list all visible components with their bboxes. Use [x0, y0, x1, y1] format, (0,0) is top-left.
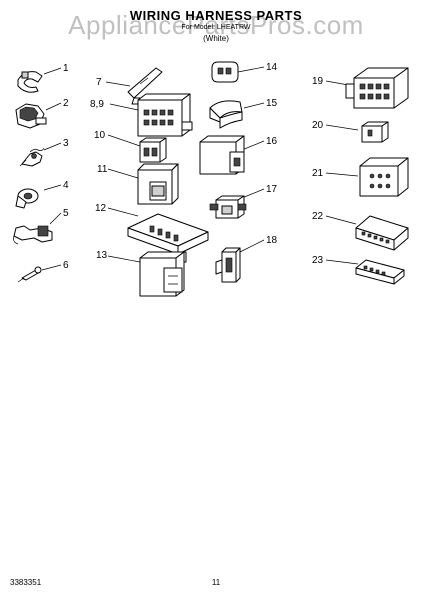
part-number-3: 3: [63, 138, 69, 149]
page-variant: (White): [203, 34, 229, 43]
part-number-2: 2: [63, 98, 69, 109]
part-number-12: 12: [95, 203, 107, 214]
part-number-14: 14: [266, 62, 278, 73]
page-title: WIRING HARNESS PARTS: [129, 8, 303, 23]
part-number-18: 18: [266, 235, 278, 246]
part-number-19: 19: [312, 76, 324, 87]
part-13[interactable]: 13: [96, 250, 185, 297]
part-number-20: 20: [312, 120, 324, 131]
part-number-13: 13: [96, 250, 108, 261]
part-number-1: 1: [63, 63, 69, 74]
part-1[interactable]: 1: [17, 63, 69, 93]
part-number-22: 22: [312, 211, 324, 222]
part-number-4: 4: [63, 180, 69, 191]
part-10[interactable]: 10: [94, 130, 167, 163]
part-6[interactable]: 6: [17, 260, 69, 283]
part-14[interactable]: 14: [211, 61, 278, 83]
part-21[interactable]: 21: [312, 157, 409, 197]
part-3[interactable]: 3: [19, 138, 69, 167]
page-subtitle: For Model: LHEATRW: [181, 24, 251, 31]
part-number-15: 15: [266, 98, 278, 109]
page-number: 11: [211, 578, 221, 587]
part-2[interactable]: 2: [15, 98, 69, 129]
part-number-11: 11: [97, 164, 108, 175]
part-23[interactable]: 23: [312, 255, 405, 285]
part-4[interactable]: 4: [15, 180, 69, 209]
part-number-16: 16: [266, 136, 278, 147]
part-number-10: 10: [94, 130, 106, 141]
part-number-17: 17: [266, 184, 278, 195]
part-15[interactable]: 15: [209, 98, 278, 129]
part-22[interactable]: 22: [312, 211, 409, 251]
part-16[interactable]: 16: [199, 135, 278, 175]
part-number-8-9: 8,9: [90, 99, 104, 110]
part-11[interactable]: 11: [97, 163, 179, 205]
part-17[interactable]: 17: [209, 184, 278, 219]
part-8-9[interactable]: 8,9: [90, 93, 193, 137]
part-number-23: 23: [312, 255, 324, 266]
part-19[interactable]: 19: [312, 67, 409, 109]
part-18[interactable]: 18: [215, 235, 278, 283]
part-number-6: 6: [63, 260, 69, 271]
part-number-7: 7: [96, 77, 102, 88]
part-12[interactable]: 12: [95, 203, 209, 263]
part-number-5: 5: [63, 208, 69, 219]
part-20[interactable]: 20: [312, 120, 389, 143]
part-5[interactable]: 5: [13, 208, 70, 245]
document-number: 3383351: [10, 578, 42, 587]
part-number-21: 21: [312, 168, 324, 179]
